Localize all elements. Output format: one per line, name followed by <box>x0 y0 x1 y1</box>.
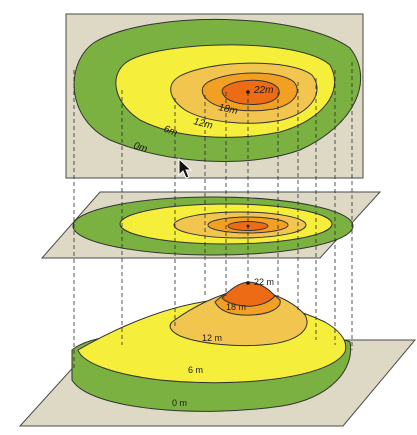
hill-band-22m <box>221 281 276 307</box>
hill-label-12m: 12 m <box>202 333 222 343</box>
hill-label-18m: 18 m <box>226 302 246 312</box>
arrow-pointer-icon <box>178 157 193 179</box>
projection-guides <box>73 62 353 368</box>
top-contour-map: 22m 18m 12m 6m 0m <box>65 13 364 179</box>
bottom-hill-3d: 22 m 18 m 12 m 6 m 0 m <box>18 277 417 427</box>
map-label-12m: 12m <box>192 116 214 131</box>
map-label-18m: 18m <box>217 102 238 117</box>
middle-projection-plane <box>40 191 382 259</box>
map-label-22m: 22m <box>253 85 273 96</box>
hill-label-0m: 0 m <box>172 398 187 408</box>
contour-band-22m <box>221 79 280 105</box>
map-label-0m: 0m <box>132 140 149 155</box>
hill-label-6m: 6 m <box>188 365 203 375</box>
hill-label-22m: 22 m <box>254 277 274 287</box>
